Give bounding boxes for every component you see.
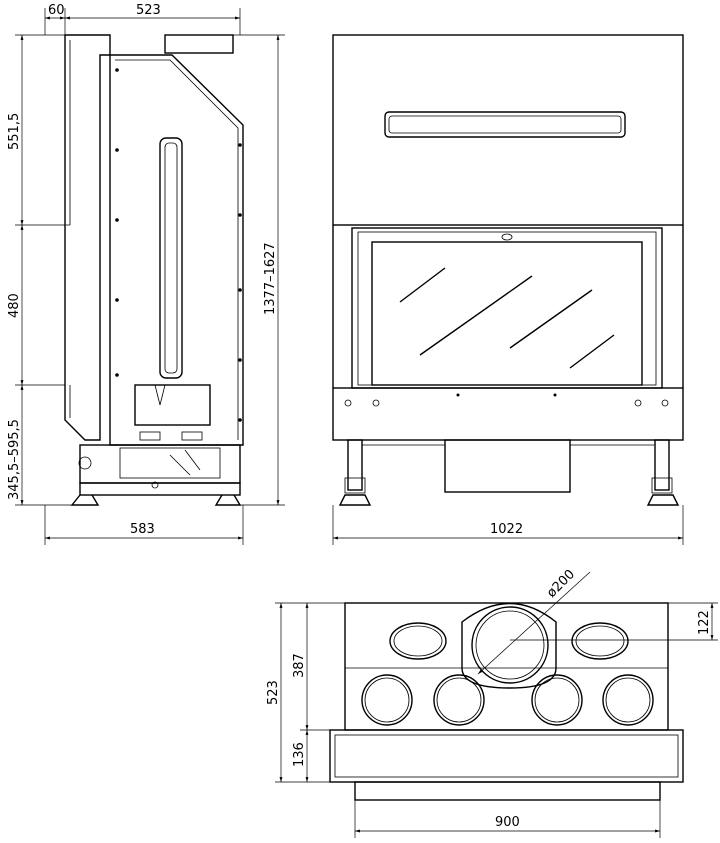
- top-view: ø200 122 523 387 136 900: [266, 567, 718, 838]
- side-body: [109, 54, 244, 446]
- dim-depth: 583: [130, 522, 155, 537]
- front-slot: [384, 111, 626, 138]
- dim-depth-base: 136: [292, 742, 307, 767]
- flue-outlet: [471, 606, 549, 684]
- dim-front-width: 1022: [490, 522, 523, 537]
- side-rear-casing: [64, 34, 111, 441]
- dim-total-height: 1377–1627: [263, 242, 278, 315]
- side-air-slot: [159, 137, 183, 379]
- front-door-frame: [351, 227, 663, 389]
- front-view: 1022: [332, 34, 684, 545]
- dim-lower-height: 345,5–595,5: [7, 419, 22, 500]
- front-top-panel: [332, 34, 684, 226]
- top-base: [329, 729, 684, 783]
- dim-depth-total: 523: [266, 680, 281, 705]
- front-glass: [371, 241, 643, 386]
- top-body: [344, 602, 669, 731]
- front-base-band: [332, 387, 684, 441]
- dim-top-width: 900: [495, 815, 520, 830]
- air-openings: [361, 674, 654, 726]
- dim-middle-height: 480: [7, 293, 22, 318]
- dim-flue-offset: 122: [697, 610, 712, 635]
- dim-upper-height: 551,5: [7, 113, 22, 150]
- dim-depth-body: 387: [292, 653, 307, 678]
- dim-flue-diameter: ø200: [544, 567, 578, 601]
- dim-top-width: 523: [136, 3, 161, 18]
- side-view: 60 523 551,5 480 345,5–595,5 1377–1627 5…: [7, 3, 285, 545]
- dim-top-left: 60: [48, 3, 65, 18]
- front-lower-box: [444, 439, 571, 493]
